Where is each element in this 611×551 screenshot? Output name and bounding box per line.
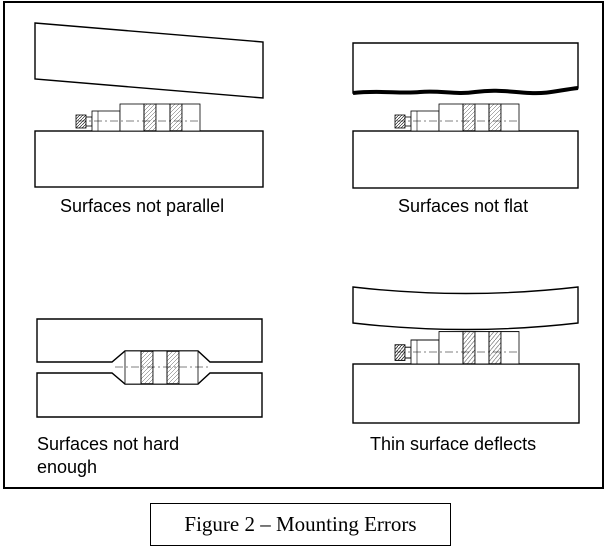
bottom-plate-deformed [36,372,263,418]
label-not-hard-line2: enough [37,457,98,477]
panel-thin-deflects [352,286,580,424]
bottom-plate [352,130,579,189]
label-thin-deflects: Thin surface deflects [370,434,537,454]
label-not-parallel: Surfaces not parallel [60,196,225,216]
wavy-underside [352,86,579,96]
panel-not-flat [352,42,579,189]
label-not-flat: Surfaces not flat [398,196,529,216]
top-plate-wavy [352,42,579,94]
figure-frame [3,1,604,489]
bottom-plate [34,130,264,188]
top-plate-bent [352,286,579,331]
top-plate-tilted [34,22,264,99]
mounting-errors-diagram [34,22,580,424]
bottom-plate [352,363,580,424]
label-not-hard: Surfaces not hard enough [37,433,179,479]
sensor-icon [75,103,201,132]
panel-not-hard [36,318,263,418]
sensor-body [115,350,208,385]
sensor-icon [394,331,520,365]
label-not-hard-line1: Surfaces not hard [37,434,180,454]
panel-not-parallel [34,22,264,188]
figure-caption: Figure 2 – Mounting Errors [150,503,451,546]
sensor-icon [394,103,520,132]
